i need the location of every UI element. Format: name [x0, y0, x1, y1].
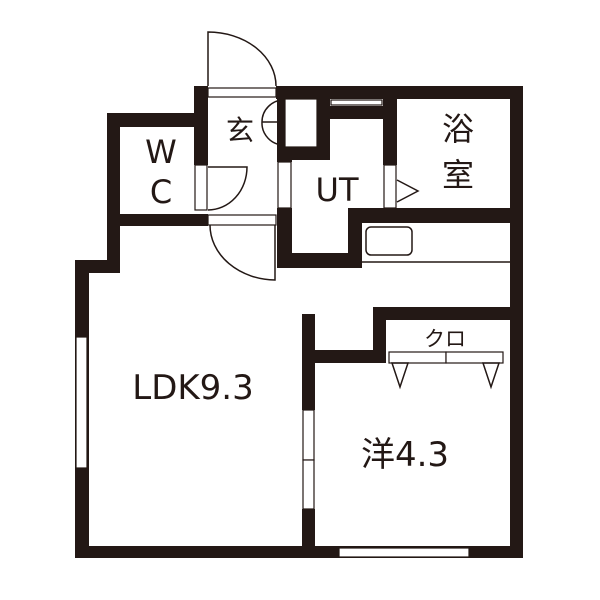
shoe-cabinet	[284, 98, 318, 148]
western-room-label: 洋4.3	[361, 435, 449, 475]
wc-label-w: W	[145, 133, 177, 171]
closet-door-left	[388, 351, 447, 364]
utility-label: UT	[316, 171, 359, 209]
bath-label-bottom: 室	[442, 156, 474, 194]
entrance-door-opening	[207, 87, 277, 98]
bath-door-triangle	[396, 179, 420, 203]
wc-label-c: C	[150, 173, 172, 211]
shoe-cabinet-doors	[261, 99, 285, 146]
bath-label-top: 浴	[442, 110, 474, 148]
door-swings	[207, 31, 510, 390]
openings	[75, 87, 504, 558]
room-door-upper	[302, 409, 315, 461]
wc-door-swing	[207, 166, 248, 211]
entrance-label: 玄	[226, 114, 254, 147]
walls	[75, 86, 523, 558]
ut-window	[330, 99, 383, 106]
left-window	[75, 336, 88, 469]
closet-hinge-right	[481, 362, 501, 390]
ut-door-opening	[277, 161, 292, 209]
ldk-door-swing	[209, 224, 276, 281]
entrance-door-swing	[207, 31, 277, 87]
wc-door-opening	[194, 164, 208, 211]
room-labels: 玄 W C UT 浴 室 LDK9.3 洋4.3 クロ	[132, 110, 474, 475]
kitchen-sink	[365, 226, 413, 256]
bottom-window	[338, 547, 470, 558]
bath-door-opening	[383, 164, 397, 209]
ldk-label: LDK9.3	[132, 368, 254, 408]
room-door-lower	[302, 459, 315, 510]
closet-hinge-left	[390, 362, 410, 390]
ldk-door-opening	[207, 214, 277, 226]
closet-label: クロ	[424, 327, 466, 351]
closet-door-right	[445, 351, 504, 364]
